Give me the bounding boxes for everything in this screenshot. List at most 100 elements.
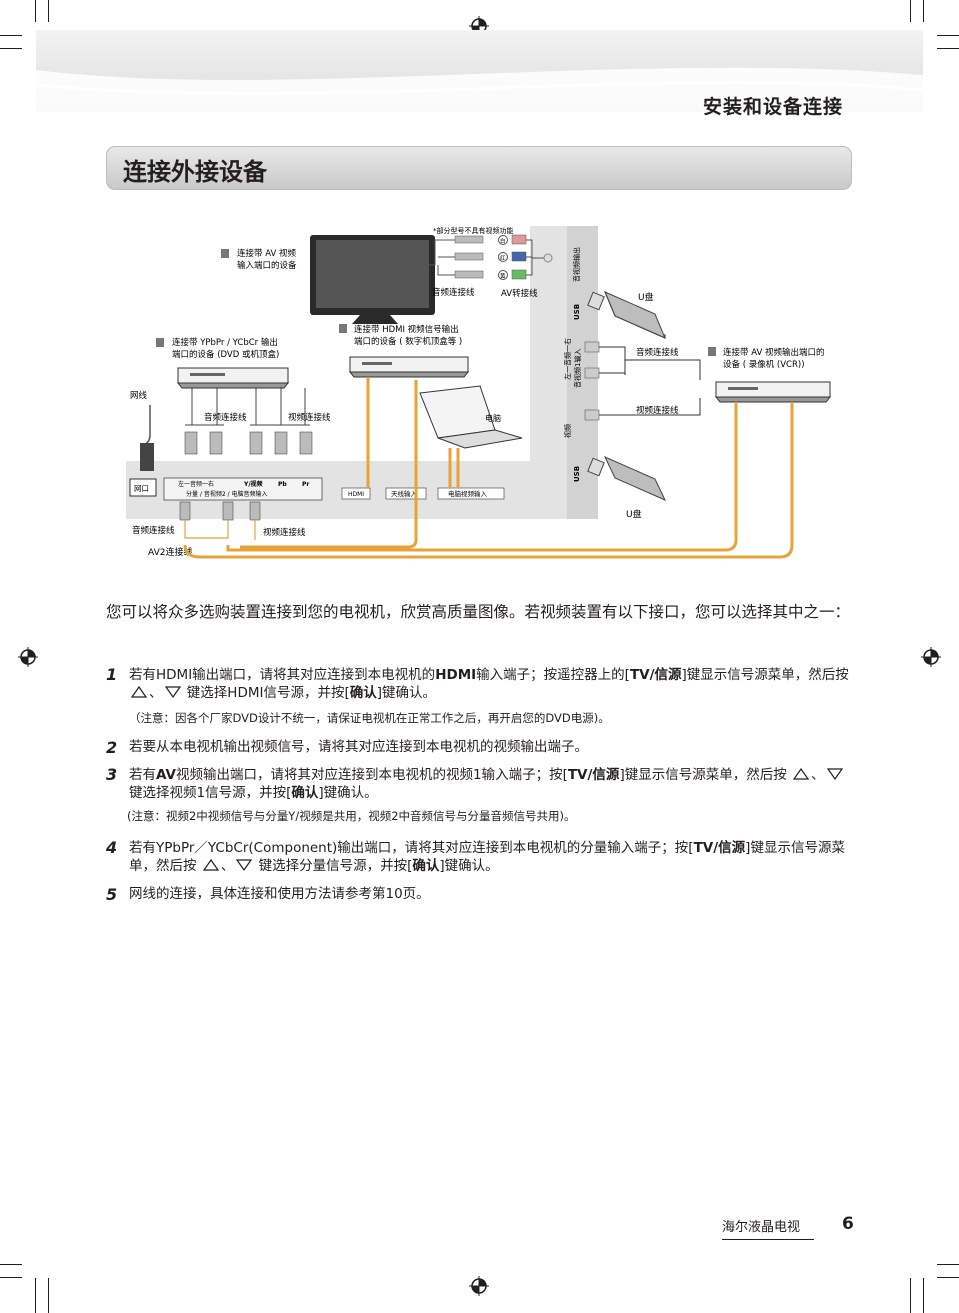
port-pb: Pb	[278, 481, 287, 488]
step-2-number: 2	[106, 738, 118, 757]
port-network-box	[129, 478, 157, 497]
crop-mark	[0, 1264, 22, 1265]
usb-disk-icon-top	[587, 291, 666, 339]
audio-cable-label-tv: 音频连接线	[432, 287, 475, 298]
audio-cable-label-av2: 音频连接线	[132, 525, 175, 536]
connection-diagram: 音视频输出 USB 左一音频一右 音视频1输入 视频 USB 2 连接带 AV …	[126, 226, 832, 559]
component-port-group	[163, 477, 323, 501]
network-plug-icon	[140, 443, 154, 471]
up-triangle-icon	[131, 686, 147, 698]
video-cable-label-dvd: 视频连接线	[288, 412, 331, 423]
label-4-line2: 端口的设备 (DVD 或机顶盒)	[172, 349, 279, 360]
component-cables	[185, 388, 310, 426]
port-component-caption: 分量 / 音视频2 / 电脑音频输入	[186, 490, 268, 498]
crop-mark	[48, 0, 49, 22]
step-5-text: 网线的连接，具体连接和使用方法请参考第10页。	[129, 886, 430, 902]
step-5-number: 5	[106, 885, 118, 904]
header-swoosh	[36, 67, 923, 112]
network-cable-label: 网线	[130, 390, 148, 401]
laptop-icon	[419, 385, 523, 449]
label-2-line2: 输入端口的设备	[237, 260, 297, 271]
registration-mark-right	[921, 647, 941, 667]
jack-y: 黄	[500, 272, 506, 280]
jack-w: 白	[500, 237, 506, 245]
side-usb-2: USB	[573, 466, 581, 482]
port-antenna: 天线输入	[391, 489, 418, 498]
footer-brand: 海尔液晶电视	[722, 1216, 814, 1240]
page-title-bar	[106, 146, 852, 190]
port-antenna-box	[385, 487, 427, 500]
step-1-note: （注意：因各个厂家DVD设计不统一，请保证电视机在正常工作之后，再开启您的DVD…	[129, 711, 610, 725]
av-adapter-icon	[428, 234, 553, 280]
usb-disk-label-top: U盘	[638, 291, 654, 303]
step-3-note: (注意：视频2中视频信号与分量Y/视频是共用，视频2中音频信号与分量音频信号共用…	[127, 809, 576, 823]
crop-mark	[937, 48, 959, 49]
crop-mark	[0, 35, 22, 36]
up-triangle-icon	[202, 859, 219, 871]
label-3-line2: 设备 ( 录像机 (VCR))	[723, 359, 805, 370]
side-usb-1: USB	[573, 304, 581, 320]
crop-mark	[923, 0, 924, 22]
video-cable-label-av2: 视频连接线	[263, 527, 306, 538]
registration-mark-bottom	[469, 1276, 489, 1296]
port-hdmi-box	[341, 487, 371, 500]
port-y-video: Y/视频	[243, 480, 263, 488]
crop-mark	[48, 1278, 49, 1313]
side-av1-in: 音视频1输入	[573, 349, 582, 388]
crop-mark	[937, 35, 959, 36]
component-plugs	[184, 431, 313, 455]
down-triangle-icon	[826, 768, 843, 780]
crop-mark	[0, 48, 22, 49]
crop-mark	[0, 1277, 22, 1278]
set-top-box-icon	[348, 356, 470, 378]
label-1-line2: 端口的设备 ( 数字机顶盒等 )	[354, 336, 462, 347]
av-adapter-label: AV转接线	[501, 288, 538, 299]
section-title: 安装和设备连接	[703, 96, 844, 118]
dvd-player-icon	[176, 367, 290, 389]
label-4-line1: 连接带 YPbPr / YCbCr 输出	[172, 337, 278, 348]
partial-models-note: *部分型号不具有视频功能	[433, 226, 514, 235]
intro-paragraph: 您可以将众多选购装置连接到您的电视机，欣赏高质量图像。若视频装置有以下接口，您可…	[106, 603, 851, 621]
label-3-line1: 连接带 AV 视频输出端口的	[723, 347, 825, 358]
label-1-line1: 连接带 HDMI 视频信号输出	[354, 324, 459, 335]
crop-mark	[35, 1278, 36, 1313]
vcr-icon	[714, 381, 832, 403]
crop-mark	[910, 0, 911, 22]
page-title: 连接外接设备	[123, 158, 267, 186]
usb-disk-label-bottom: U盘	[626, 508, 642, 520]
crop-mark	[35, 0, 36, 22]
crop-mark	[923, 1278, 924, 1313]
crop-mark	[910, 1278, 911, 1313]
step-3-number: 3	[106, 765, 118, 784]
label-2-line1: 连接带 AV 视频	[237, 248, 296, 259]
video-cable-label-vcr: 视频连接线	[636, 405, 679, 416]
audio-cable-label-vcr: 音频连接线	[636, 347, 679, 358]
step-3-text: 若有AV视频输出端口，请将其对应连接到本电视机的视频1输入端子；按[TV/信源]…	[129, 766, 854, 802]
crop-mark	[937, 1277, 959, 1278]
port-pc-video: 电脑视频输入	[448, 489, 488, 498]
up-triangle-icon	[793, 768, 810, 780]
step-2-text: 若要从本电视机输出视频信号，请将其对应连接到本电视机的视频输出端子。	[129, 739, 588, 755]
down-triangle-icon	[236, 859, 253, 871]
step-1-number: 1	[106, 665, 118, 684]
port-pc-video-box	[437, 487, 505, 500]
jack-r: 红	[500, 254, 506, 262]
port-pr: Pr	[302, 481, 309, 488]
crop-mark	[937, 1264, 959, 1265]
av2-cable-label: AV2连接线	[148, 546, 192, 558]
registration-mark-left	[18, 647, 38, 667]
step-4-number: 4	[106, 838, 118, 857]
orange-cables	[183, 377, 794, 559]
step-4-text: 若有YPbPr／YCbCr(Component)输出端口，请将其对应连接到本电视…	[129, 840, 845, 874]
computer-label: 电脑	[485, 413, 501, 423]
audio-cable-label-dvd: 音频连接线	[204, 412, 247, 423]
page-number: 6	[842, 1214, 854, 1234]
port-hdmi: HDMI	[348, 491, 364, 498]
side-video: 视频	[563, 424, 572, 438]
usb-disk-icon-bottom	[587, 456, 667, 501]
port-network: 网口	[134, 484, 149, 493]
port-audio-lr: 左一音频一右	[178, 480, 214, 488]
side-audio-lr: 左一音频一右	[563, 338, 572, 380]
down-triangle-icon	[164, 686, 181, 698]
step-1-text: 若有HDMI输出端口，请将其对应连接到本电视机的HDMI输入端子；按遥控器上的[…	[129, 667, 849, 701]
